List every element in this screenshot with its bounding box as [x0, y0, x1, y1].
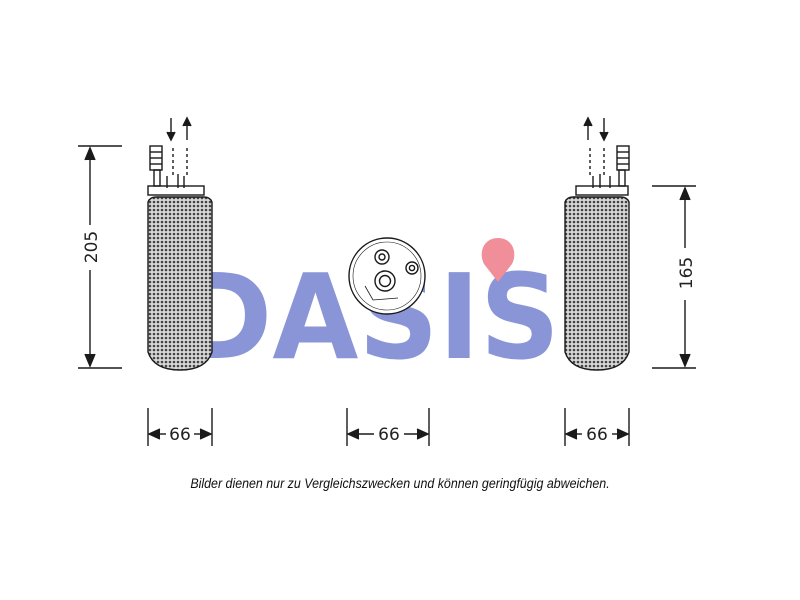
left-width-dimension: [147, 408, 213, 446]
right-dryer: [564, 116, 696, 371]
left-flow-arrows: [166, 116, 192, 178]
center-top-view: [348, 237, 426, 315]
right-width-label: 66: [586, 425, 608, 445]
disclaimer-caption: Bilder dienen nur zu Vergleichszwecken u…: [190, 476, 610, 491]
right-height-label: 165: [677, 257, 697, 289]
port-main: [374, 270, 396, 292]
center-width-dimension: [346, 408, 430, 446]
left-height-dimension: [78, 145, 122, 369]
right-height-dimension: [652, 185, 696, 369]
watermark-dot: [481, 238, 515, 282]
right-dryer-body: [564, 196, 630, 371]
left-fitting: [147, 145, 205, 196]
port-outlet: [405, 261, 419, 275]
left-dryer: [78, 116, 213, 371]
right-flow-arrows: [583, 116, 609, 178]
port-inlet: [374, 249, 390, 265]
left-height-label: 205: [82, 231, 102, 263]
left-dryer-body: [147, 196, 213, 371]
right-fitting: [575, 145, 630, 196]
center-width-label: 66: [378, 425, 400, 445]
left-width-label: 66: [169, 425, 191, 445]
right-width-dimension: [564, 408, 630, 446]
